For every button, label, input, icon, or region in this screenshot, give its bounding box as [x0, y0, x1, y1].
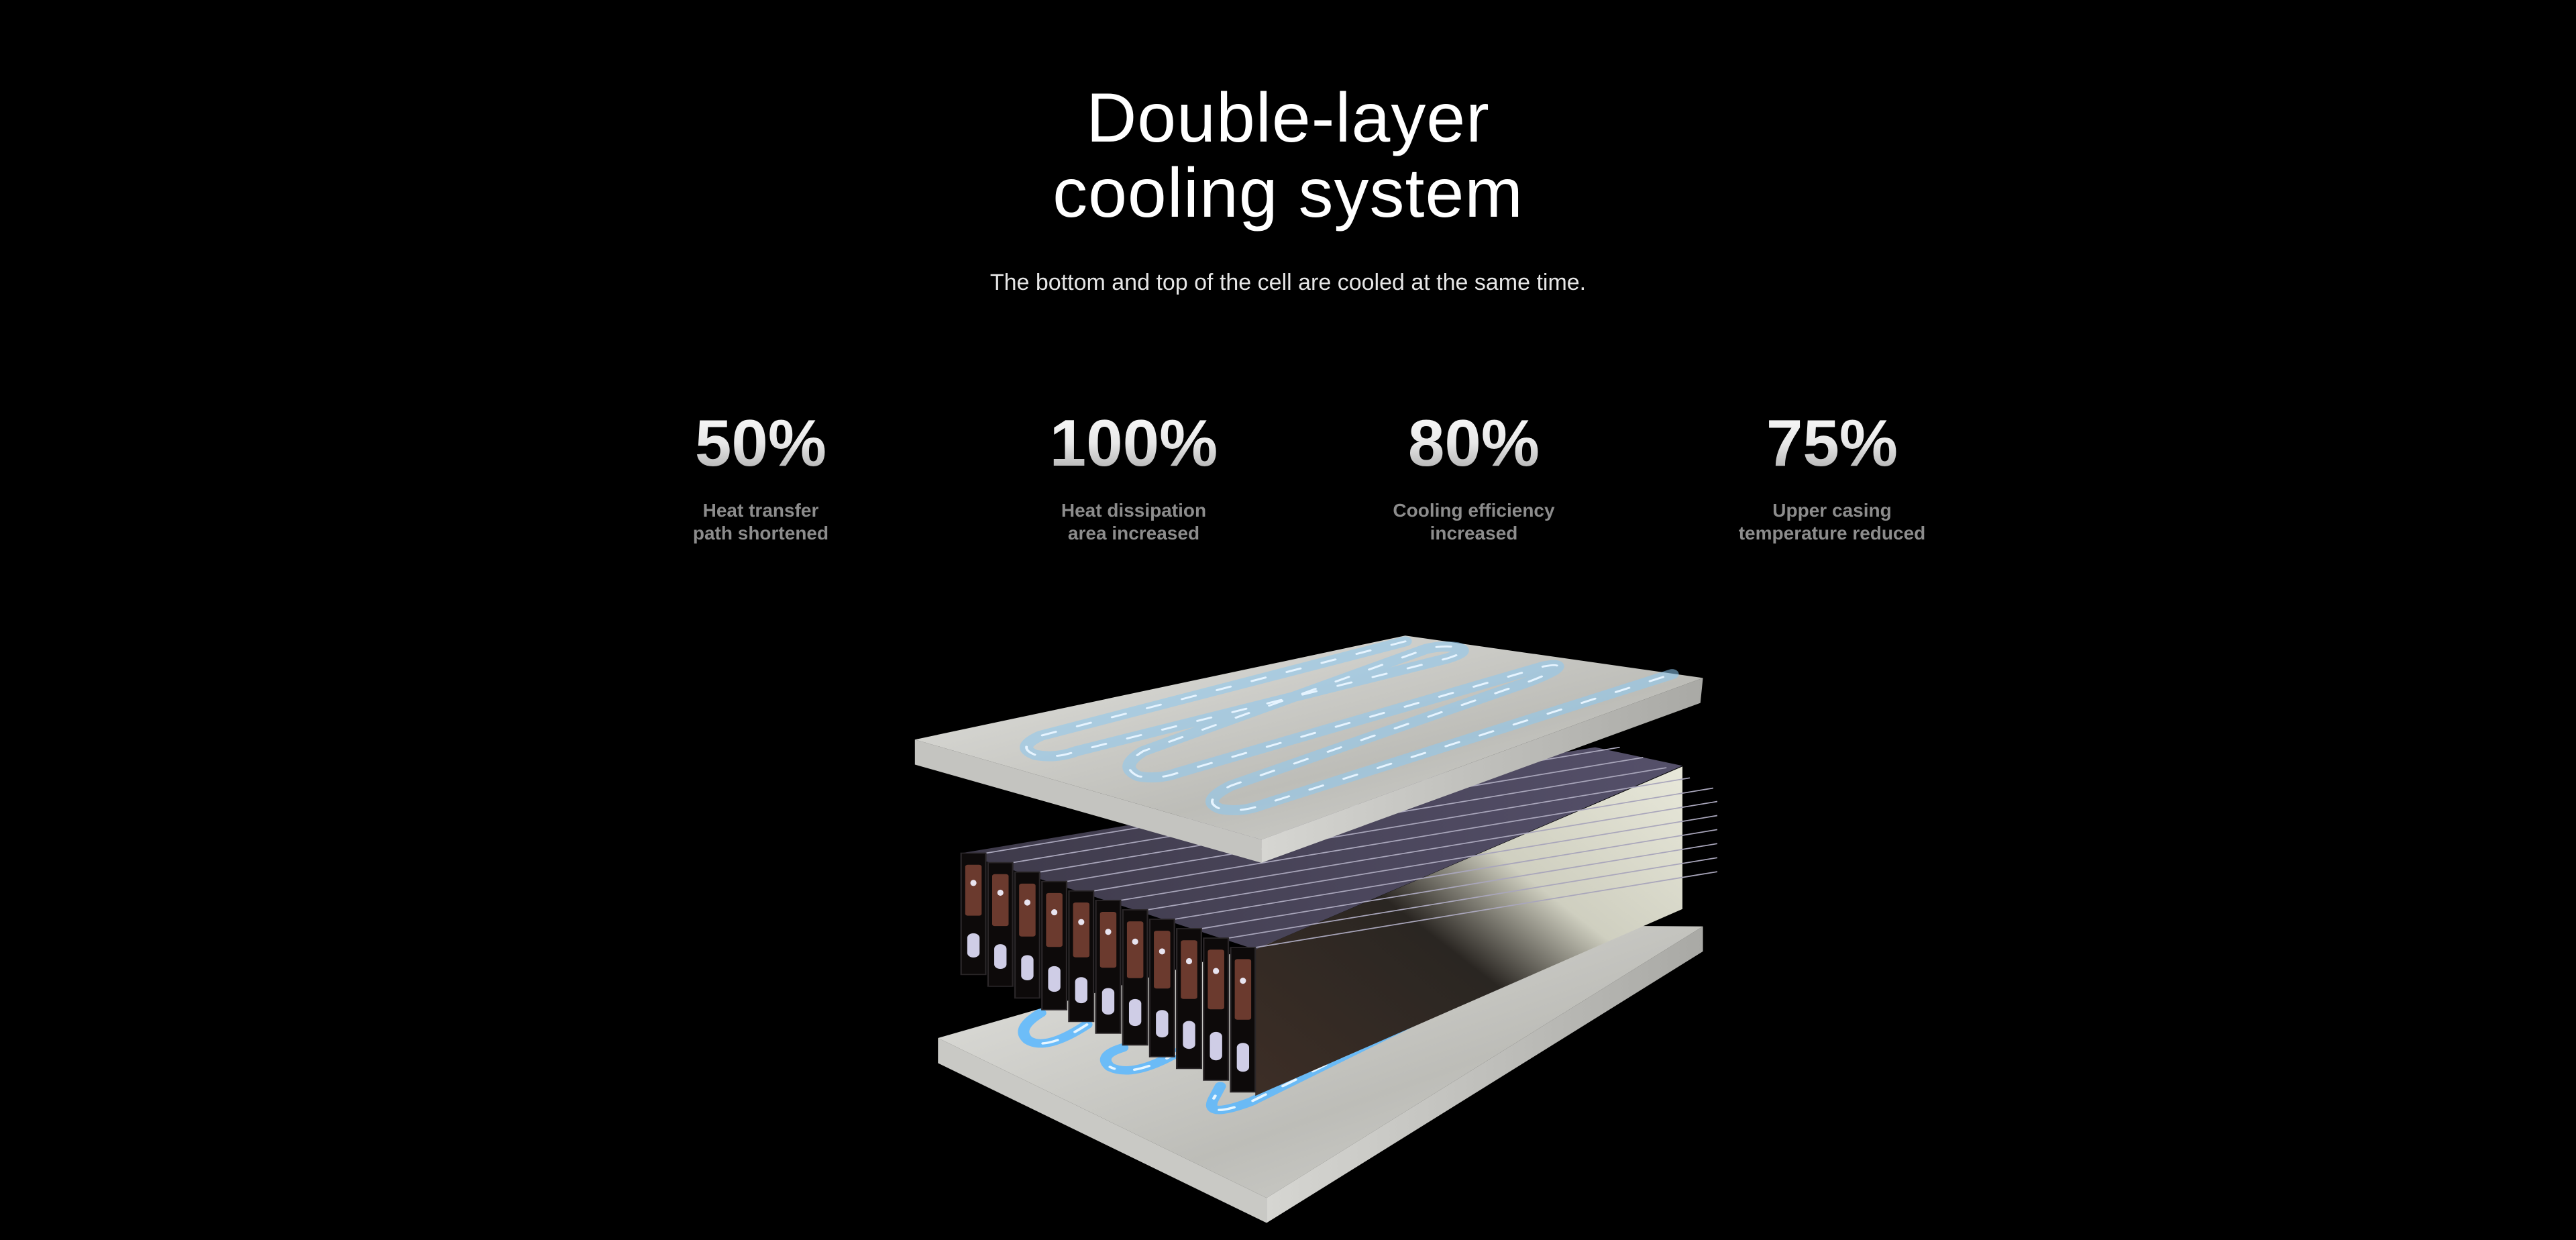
cell-terminal [1154, 931, 1171, 989]
cell-divider [1147, 815, 1717, 911]
cell-terminal [1073, 902, 1090, 958]
battery-cooling-illustration [914, 635, 1717, 1223]
cell-divider [1254, 871, 1717, 948]
cell-terminal-dot [1132, 938, 1138, 945]
battery-cell [1122, 909, 1148, 1046]
battery-cell [1175, 928, 1203, 1070]
battery-cell [1148, 919, 1175, 1057]
cell-terminal [1019, 883, 1036, 937]
top-cooling-plate [914, 635, 1703, 863]
cell-terminal [1126, 921, 1144, 978]
cell-vent [1021, 955, 1034, 981]
title-line-1: Double-layer [1086, 79, 1490, 157]
battery-cell [1041, 880, 1068, 1011]
stat-value: 100% [959, 403, 1308, 483]
cell-vent [1156, 1010, 1169, 1038]
stat-value: 80% [1299, 403, 1648, 483]
battery-cell [960, 852, 987, 976]
cell-divider [1201, 843, 1717, 929]
cell-vent [1075, 977, 1087, 1004]
bottom-coolant-channel [1018, 912, 1632, 1115]
cell-vent [1236, 1043, 1250, 1072]
cell-terminal-dot [1105, 929, 1112, 935]
stat-label-line: Heat transfer [702, 500, 819, 521]
cell-terminal-dot [1185, 958, 1193, 965]
title-line-2: cooling system [1053, 154, 1523, 232]
stat-label-line: Cooling efficiency [1393, 500, 1555, 521]
cell-vent [1102, 988, 1115, 1015]
cell-terminal-dot [1213, 968, 1220, 974]
cell-divider [1120, 800, 1717, 901]
page-title: Double-layer cooling system [0, 81, 2576, 231]
battery-cell [987, 862, 1014, 987]
cell-divider [1228, 857, 1717, 939]
cell-vent [1048, 966, 1061, 992]
page-subtitle: The bottom and top of the cell are coole… [989, 270, 1587, 295]
cell-divider [1066, 777, 1690, 882]
battery-cell [1068, 890, 1095, 1023]
stat-label-line: Upper casing [1772, 500, 1892, 521]
battery-cell-stack [960, 746, 1717, 1096]
stat-label-line: temperature reduced [1738, 523, 1926, 544]
cell-terminal [1208, 949, 1224, 1010]
cell-terminal [1234, 959, 1252, 1020]
stat-label-line: increased [1430, 523, 1518, 544]
top-coolant-channel [1020, 636, 1679, 815]
cell-terminal-dot [1051, 909, 1058, 916]
battery-cell [1095, 899, 1122, 1034]
stat-label-line: area increased [1067, 523, 1200, 544]
cell-vent [967, 933, 980, 958]
cell-terminal-dot [1078, 919, 1085, 925]
cell-terminal-dot [1159, 948, 1165, 955]
cell-terminal [992, 874, 1009, 927]
cell-terminal [1181, 940, 1197, 999]
cell-terminal-dot [997, 889, 1004, 896]
battery-cell [1230, 947, 1256, 1093]
cell-vent [1183, 1021, 1195, 1049]
cell-vent [994, 944, 1007, 970]
cell-divider [1174, 829, 1717, 920]
cell-divider [1093, 787, 1714, 892]
stat-value: 75% [1658, 403, 2006, 483]
cell-terminal [1099, 912, 1117, 968]
cell-terminal [965, 864, 982, 916]
cell-terminal-dot [1240, 978, 1246, 984]
cell-terminal-dot [1024, 899, 1031, 906]
cell-vent [1210, 1031, 1222, 1061]
cell-terminal [1046, 892, 1063, 947]
battery-cell [1203, 937, 1230, 1081]
stat-label-line: Heat dissipation [1061, 500, 1207, 521]
stat-label-line: path shortened [692, 523, 829, 544]
stat-value: 50% [586, 403, 935, 483]
battery-cell [1014, 871, 1040, 999]
cell-vent [1128, 998, 1142, 1027]
cell-terminal-dot [970, 880, 977, 886]
